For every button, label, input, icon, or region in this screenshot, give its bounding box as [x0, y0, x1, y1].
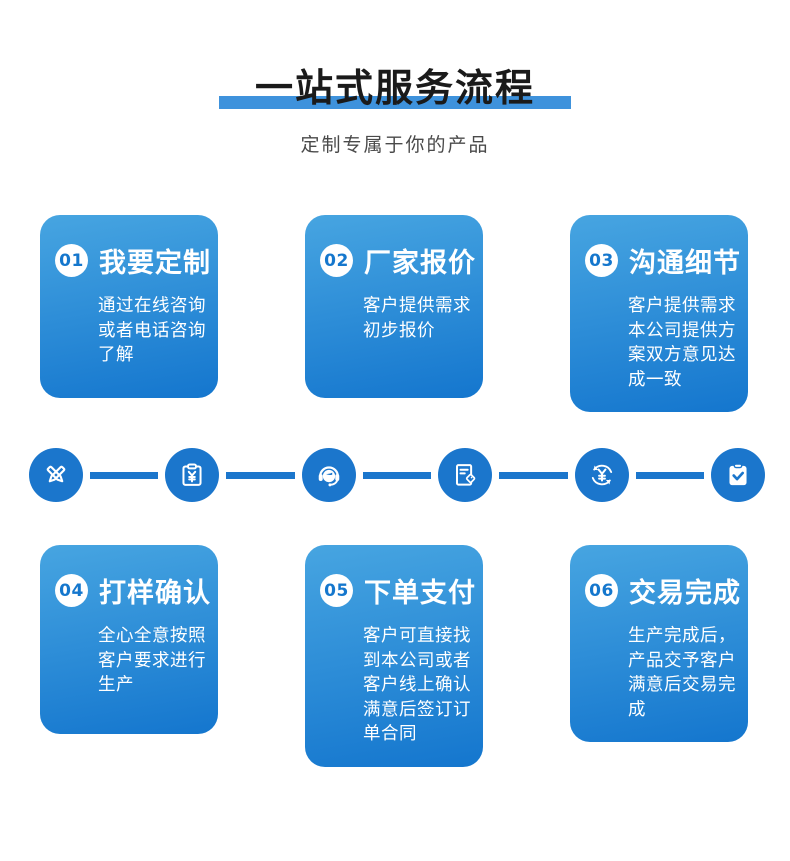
step-description: 客户提供需求本公司提供方案双方意见达成一致: [628, 296, 736, 390]
page-title: 一站式服务流程: [254, 66, 535, 110]
step-number-badge: 06: [585, 574, 618, 607]
step-description: 客户可直接找到本公司或者客户线上确认满意后签订订单合同: [363, 626, 471, 744]
flow-connector: [499, 471, 568, 479]
step-card-head: 03 沟通细节: [585, 241, 740, 280]
step-card-head: 02 厂家报价: [320, 241, 475, 280]
step-number-badge: 05: [320, 574, 353, 607]
step-number-badge: 03: [585, 244, 618, 277]
step-description: 全心全意按照客户要求进行生产: [98, 626, 206, 695]
step-card-01: 01 我要定制 通过在线咨询或者电话咨询了解: [40, 215, 218, 398]
payment-yen-cycle-icon: [574, 448, 629, 502]
step-number-badge: 04: [55, 574, 88, 607]
header: 一站式服务流程 定制专属于你的产品: [0, 64, 790, 157]
step-card-04: 04 打样确认 全心全意按照客户要求进行生产: [40, 545, 218, 734]
step-card-head: 05 下单支付: [320, 571, 475, 610]
deal-complete-clipboard-check-icon: [711, 448, 766, 502]
step-description: 生产完成后，产品交予客户满意后交易完成: [628, 626, 736, 720]
step-description: 通过在线咨询或者电话咨询了解: [98, 296, 206, 365]
flow-connector: [635, 471, 705, 479]
step-title: 下单支付: [364, 578, 476, 609]
step-title: 我要定制: [99, 248, 211, 279]
flow-connector: [90, 471, 159, 479]
step-card-06: 06 交易完成 生产完成后，产品交予客户满意后交易完成: [570, 545, 748, 742]
process-flow-row: [29, 448, 766, 502]
customer-service-headset-icon: [301, 448, 356, 502]
step-number-badge: 02: [320, 244, 353, 277]
step-card-head: 04 打样确认: [55, 571, 210, 610]
steps-row-bottom: 04 打样确认 全心全意按照客户要求进行生产 05 下单支付 客户可直接找到本公…: [40, 545, 748, 767]
design-pens-icon: [29, 448, 83, 502]
title-wrap: 一站式服务流程: [218, 64, 571, 112]
order-document-tag-icon: [438, 448, 493, 502]
step-card-03: 03 沟通细节 客户提供需求本公司提供方案双方意见达成一致: [570, 215, 748, 412]
steps-row-top: 01 我要定制 通过在线咨询或者电话咨询了解 02 厂家报价 客户提供需求初步报…: [40, 215, 748, 412]
page-subtitle: 定制专属于你的产品: [300, 134, 490, 156]
step-card-head: 06 交易完成: [585, 571, 740, 610]
step-number-badge: 01: [55, 244, 88, 277]
title-underline-bar: [218, 96, 571, 109]
step-title: 厂家报价: [364, 248, 476, 279]
step-card-05: 05 下单支付 客户可直接找到本公司或者客户线上确认满意后签订订单合同: [305, 545, 483, 767]
step-title: 沟通细节: [629, 248, 741, 279]
step-card-02: 02 厂家报价 客户提供需求初步报价: [305, 215, 483, 398]
step-title: 交易完成: [629, 578, 741, 609]
flow-connector: [226, 471, 295, 479]
flow-connector: [362, 471, 432, 479]
step-description: 客户提供需求初步报价: [363, 296, 471, 341]
step-title: 打样确认: [99, 578, 211, 609]
quote-clipboard-yen-icon: [165, 448, 220, 502]
step-card-head: 01 我要定制: [55, 241, 210, 280]
